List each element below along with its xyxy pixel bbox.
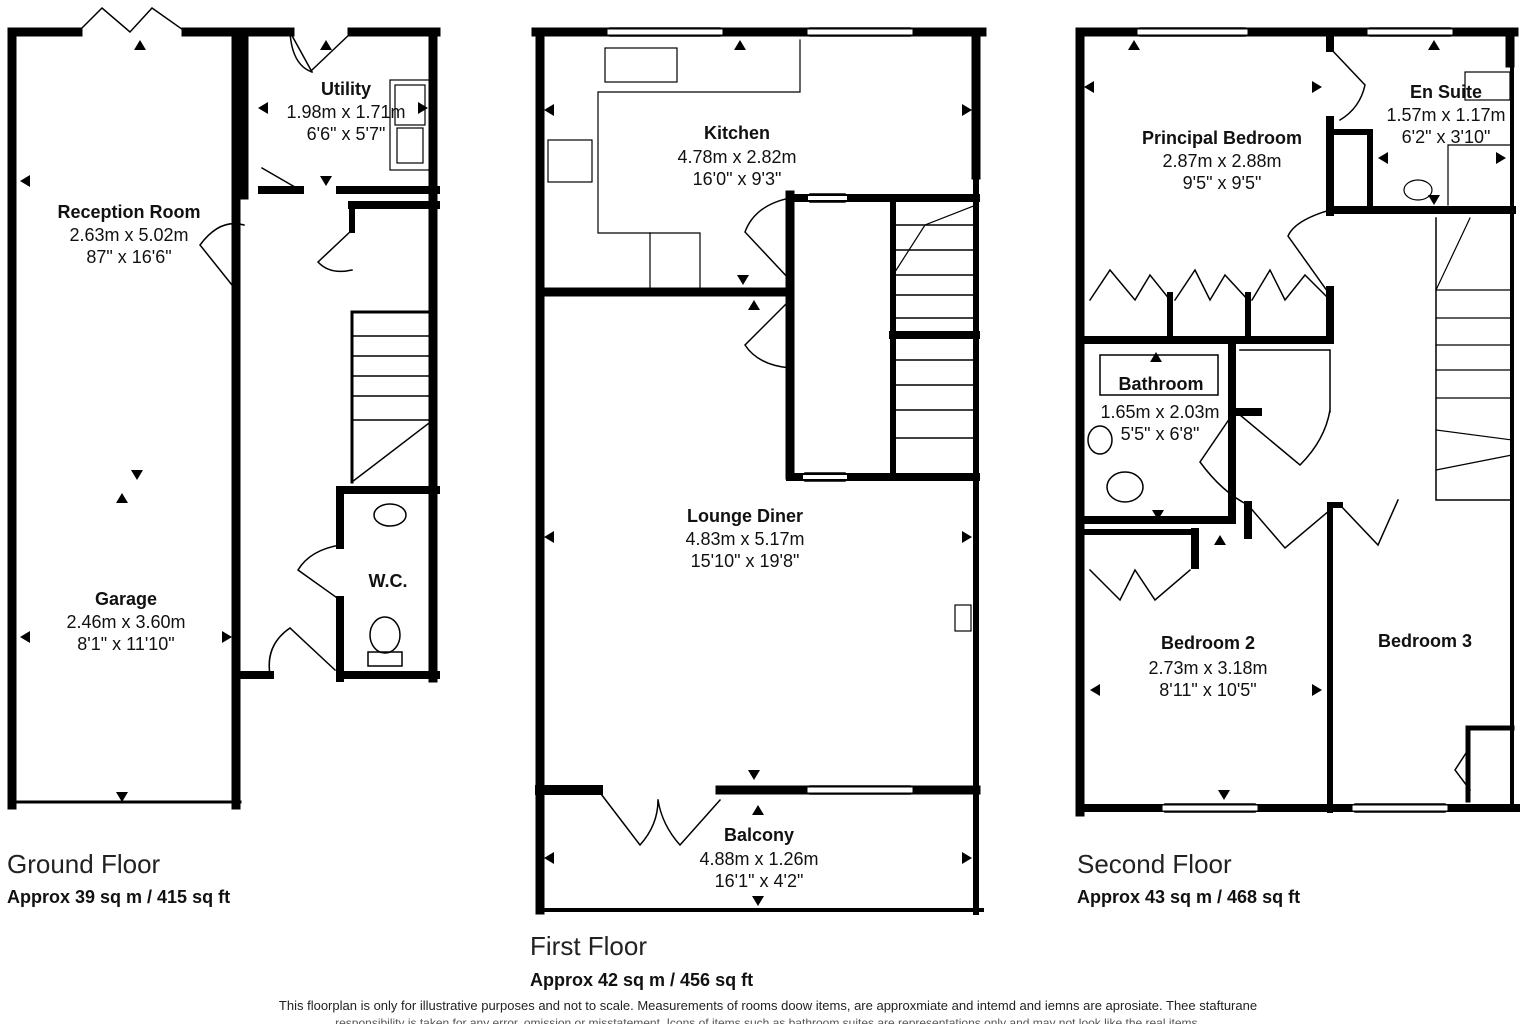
room-bedroom2-label: Bedroom 2 2.73m x 3.18m 8'11" x 10'5" xyxy=(1148,633,1267,700)
room-wc-label: W.C. xyxy=(369,571,408,591)
room-name: W.C. xyxy=(369,571,408,591)
floor-area: Approx 39 sq m / 415 sq ft xyxy=(7,887,230,907)
room-metric: 4.78m x 2.82m xyxy=(677,147,796,167)
room-balcony-label: Balcony 4.88m x 1.26m 16'1" x 4'2" xyxy=(699,825,818,891)
room-metric: 4.83m x 5.17m xyxy=(685,529,804,549)
room-name: Balcony xyxy=(724,825,794,845)
room-metric: 2.46m x 3.60m xyxy=(66,612,185,632)
room-metric: 4.88m x 1.26m xyxy=(699,849,818,869)
room-principal-label: Principal Bedroom 2.87m x 2.88m 9'5" x 9… xyxy=(1142,128,1302,193)
room-name: Principal Bedroom xyxy=(1142,128,1302,148)
first-floor-walls xyxy=(531,27,987,915)
room-imperial: 9'5" x 9'5" xyxy=(1183,173,1262,193)
room-imperial: 6'6" x 5'7" xyxy=(307,124,386,144)
disclaimer-text: This floorplan is only for illustrative … xyxy=(278,998,1258,1013)
floor-area: Approx 43 sq m / 468 sq ft xyxy=(1077,887,1300,907)
floor-name: Second Floor xyxy=(1077,849,1232,879)
room-metric: 2.63m x 5.02m xyxy=(69,225,188,245)
disclaimer-text-line2: responsibility is taken for any error, o… xyxy=(335,1016,1201,1024)
room-name: Reception Room xyxy=(57,202,200,222)
second-floor-caption: Second Floor Approx 43 sq m / 468 sq ft xyxy=(1077,849,1300,907)
ground-floor-caption: Ground Floor Approx 39 sq m / 415 sq ft xyxy=(7,849,230,907)
room-name: Bathroom xyxy=(1119,374,1204,394)
second-floor-walls xyxy=(1075,27,1520,817)
room-bedroom3-label: Bedroom 3 xyxy=(1378,631,1472,651)
floor-name: First Floor xyxy=(530,931,647,961)
room-metric: 2.73m x 3.18m xyxy=(1148,658,1267,678)
room-name: Bedroom 3 xyxy=(1378,631,1472,651)
room-imperial: 15'10" x 19'8" xyxy=(691,551,800,571)
room-bathroom-label: Bathroom 1.65m x 2.03m 5'5" x 6'8" xyxy=(1100,374,1219,444)
room-metric: 1.98m x 1.71m xyxy=(286,102,405,122)
room-metric: 1.57m x 1.17m xyxy=(1386,105,1505,125)
room-ensuite-label: En Suite 1.57m x 1.17m 6'2" x 3'10" xyxy=(1386,82,1505,147)
room-name: Garage xyxy=(95,589,157,609)
room-utility-label: Utility 1.98m x 1.71m 6'6" x 5'7" xyxy=(286,79,405,144)
ground-floor-walls xyxy=(7,6,441,810)
room-metric: 1.65m x 2.03m xyxy=(1100,402,1219,422)
room-lounge-label: Lounge Diner 4.83m x 5.17m 15'10" x 19'8… xyxy=(685,506,804,571)
room-imperial: 8'1" x 11'10" xyxy=(77,634,174,654)
measurement-markers xyxy=(20,40,1506,906)
floor-name: Ground Floor xyxy=(7,849,161,879)
room-name: Utility xyxy=(321,79,371,99)
first-floor-caption: First Floor Approx 42 sq m / 456 sq ft xyxy=(530,931,753,990)
floor-area: Approx 42 sq m / 456 sq ft xyxy=(530,970,753,990)
room-imperial: 16'0" x 9'3" xyxy=(693,169,782,189)
room-imperial: 16'1" x 4'2" xyxy=(715,871,804,891)
room-name: En Suite xyxy=(1410,82,1482,102)
room-garage-label: Garage 2.46m x 3.60m 8'1" x 11'10" xyxy=(66,589,185,654)
room-name: Bedroom 2 xyxy=(1161,633,1255,653)
room-imperial: 8'11" x 10'5" xyxy=(1159,680,1256,700)
room-name: Kitchen xyxy=(704,123,770,143)
room-name: Lounge Diner xyxy=(687,506,803,526)
room-metric: 2.87m x 2.88m xyxy=(1162,151,1281,171)
room-imperial: 5'5" x 6'8" xyxy=(1121,424,1200,444)
room-kitchen-label: Kitchen 4.78m x 2.82m 16'0" x 9'3" xyxy=(677,123,796,189)
room-imperial: 87" x 16'6" xyxy=(86,247,171,267)
room-imperial: 6'2" x 3'10" xyxy=(1402,127,1491,147)
room-reception-label: Reception Room 2.63m x 5.02m 87" x 16'6" xyxy=(57,202,200,267)
